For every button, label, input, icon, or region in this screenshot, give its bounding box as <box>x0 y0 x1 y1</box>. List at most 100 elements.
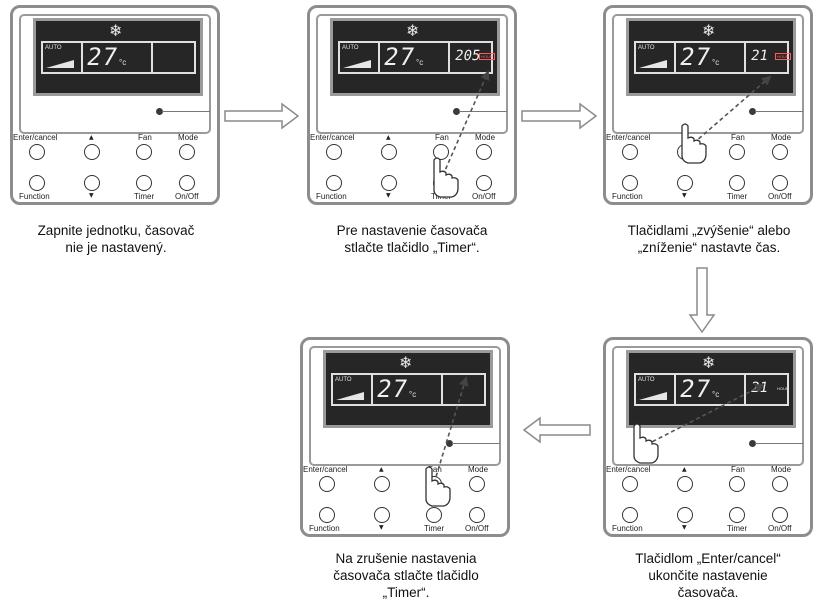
mode-button[interactable] <box>476 144 492 160</box>
controller-panel-step-2: ❄ AUTO 27 °c 205 HOUR Enter/cancel ▲ Fan… <box>307 5 517 205</box>
caption-line: časovača. <box>677 585 739 600</box>
enter-cancel-label: Enter/cancel <box>606 133 651 142</box>
auto-mode-label: AUTO <box>45 45 62 51</box>
up-label: ▲ <box>682 134 687 141</box>
flow-arrow-3-to-4 <box>688 267 716 334</box>
function-label: Function <box>612 524 643 533</box>
fan-button[interactable] <box>433 144 449 160</box>
on-off-label: On/Off <box>175 192 199 201</box>
enter-cancel-button[interactable] <box>29 144 45 160</box>
controller-panel-step-3: ❄ AUTO 27 °c 21 HOUR Enter/cancel ▲ Fan … <box>603 5 813 205</box>
down-button[interactable] <box>677 175 693 191</box>
snowflake-icon: ❄ <box>702 21 716 40</box>
caption-line: Tlačidlami „zvýšenie“ alebo <box>627 223 791 238</box>
up-button[interactable] <box>381 144 397 160</box>
timer-button[interactable] <box>729 175 745 191</box>
fan-label: Fan <box>731 133 745 142</box>
display-divider <box>151 43 153 72</box>
function-button[interactable] <box>622 175 638 191</box>
down-label: ▼ <box>682 192 687 199</box>
controller-panel-step-1: ❄ AUTO 27 °c HOUR Enter/cancel ▲ Fan Mod… <box>10 5 220 205</box>
display-divider <box>744 43 746 72</box>
display-divider <box>378 43 380 72</box>
step-caption-3: Tlačidlami „zvýšenie“ alebo „zníženie“ na… <box>593 222 825 256</box>
enter-cancel-label: Enter/cancel <box>303 465 348 474</box>
enter-cancel-button[interactable] <box>622 144 638 160</box>
on-off-button[interactable] <box>469 507 485 523</box>
flow-arrow-4-to-5 <box>522 416 591 444</box>
caption-line: ukončite nastavenie <box>648 568 768 583</box>
function-button[interactable] <box>29 175 45 191</box>
auto-mode-label: AUTO <box>638 377 655 383</box>
enter-cancel-label: Enter/cancel <box>13 133 58 142</box>
fan-speed-icon <box>639 60 667 68</box>
lcd-screen: ❄ AUTO 27 °c HOUR <box>323 350 493 428</box>
timer-label: Timer <box>431 192 452 201</box>
led-line <box>162 111 210 112</box>
on-off-button[interactable] <box>179 175 195 191</box>
enter-cancel-button[interactable] <box>326 144 342 160</box>
fan-speed-icon <box>639 392 667 400</box>
status-led <box>156 108 163 115</box>
function-button[interactable] <box>326 175 342 191</box>
display-frame: AUTO 27 °c 205 HOUR <box>338 41 495 74</box>
down-button[interactable] <box>381 175 397 191</box>
up-button[interactable] <box>374 476 390 492</box>
timer-button[interactable] <box>729 507 745 523</box>
display-divider <box>441 375 443 404</box>
display-divider <box>674 43 676 72</box>
up-label: ▲ <box>386 134 391 141</box>
timer-label: Timer <box>727 524 748 533</box>
mode-button[interactable] <box>772 476 788 492</box>
function-label: Function <box>19 192 50 201</box>
panel-bezel <box>19 14 211 134</box>
temperature-unit: °c <box>712 390 720 399</box>
enter-cancel-button[interactable] <box>319 476 335 492</box>
down-button[interactable] <box>677 507 693 523</box>
auto-mode-label: AUTO <box>342 45 359 51</box>
fan-button[interactable] <box>729 144 745 160</box>
function-button[interactable] <box>622 507 638 523</box>
fan-button[interactable] <box>136 144 152 160</box>
timer-button[interactable] <box>426 507 442 523</box>
mode-label: Mode <box>771 133 792 142</box>
fan-button[interactable] <box>426 476 442 492</box>
fan-speed-icon <box>336 392 364 400</box>
mode-button[interactable] <box>772 144 788 160</box>
mode-label: Mode <box>771 465 792 474</box>
timer-label: Timer <box>424 524 445 533</box>
timer-button[interactable] <box>433 175 449 191</box>
down-button[interactable] <box>374 507 390 523</box>
down-button[interactable] <box>84 175 100 191</box>
enter-cancel-button[interactable] <box>622 476 638 492</box>
lcd-screen: ❄ AUTO 27 °c 205 HOUR <box>330 18 500 96</box>
snowflake-icon: ❄ <box>109 21 123 40</box>
function-button[interactable] <box>319 507 335 523</box>
fan-button[interactable] <box>729 476 745 492</box>
hour-indicator: HOUR <box>775 53 791 60</box>
display-frame: AUTO 27 °c 21 HOUR <box>634 41 791 74</box>
function-label: Function <box>316 192 347 201</box>
mode-label: Mode <box>475 133 496 142</box>
mode-button[interactable] <box>469 476 485 492</box>
on-off-button[interactable] <box>772 507 788 523</box>
on-off-button[interactable] <box>476 175 492 191</box>
enter-cancel-label: Enter/cancel <box>606 465 651 474</box>
up-button[interactable] <box>677 476 693 492</box>
caption-line: „zníženie“ nastavte čas. <box>637 240 781 255</box>
on-off-button[interactable] <box>772 175 788 191</box>
hour-indicator: HOUR <box>479 53 495 60</box>
mode-button[interactable] <box>179 144 195 160</box>
step-caption-4: Tlačidlom „Enter/cancel“ukončite nastave… <box>596 550 820 601</box>
auto-mode-label: AUTO <box>335 377 352 383</box>
up-button[interactable] <box>677 144 693 160</box>
mode-label: Mode <box>468 465 489 474</box>
led-line <box>755 443 803 444</box>
down-label: ▼ <box>682 524 687 531</box>
up-button[interactable] <box>84 144 100 160</box>
fan-label: Fan <box>435 133 449 142</box>
timer-button[interactable] <box>136 175 152 191</box>
